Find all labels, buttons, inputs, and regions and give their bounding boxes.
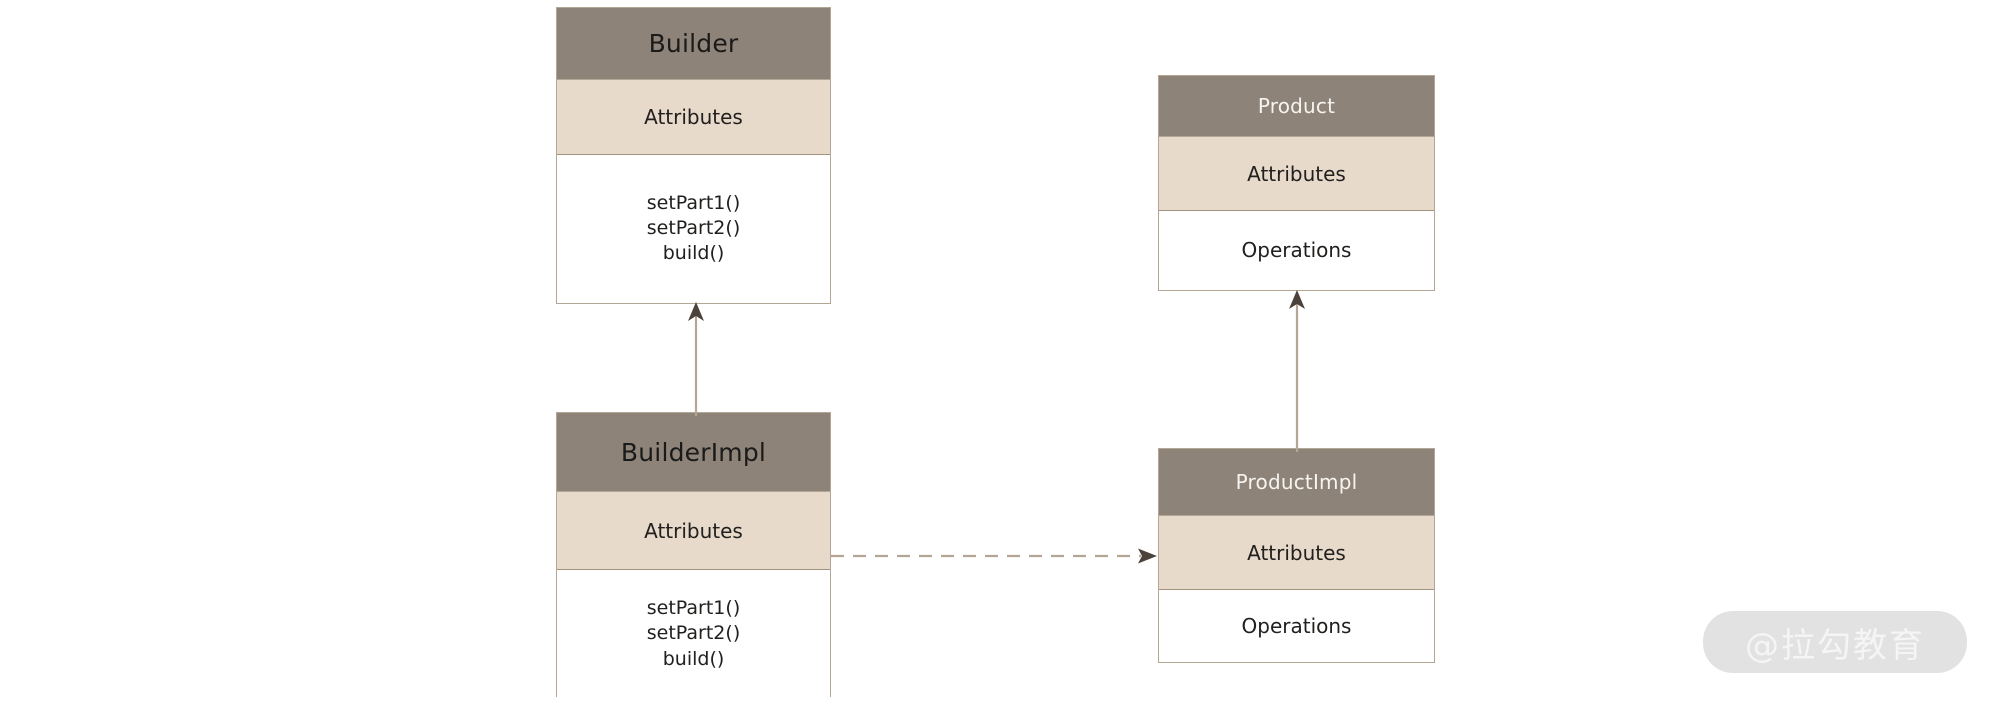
arrowhead-triangle-icon — [688, 302, 704, 321]
uml-operations-builder-impl: setPart1() setPart2() build() — [557, 570, 830, 698]
uml-class-header-builder-impl: BuilderImpl — [557, 413, 830, 491]
uml-attributes-builder: Attributes — [557, 79, 830, 155]
uml-operations-text-builder: setPart1() setPart2() build() — [646, 191, 741, 265]
uml-attributes-product: Attributes — [1159, 136, 1434, 211]
uml-operations-builder: setPart1() setPart2() build() — [557, 155, 830, 302]
arrowhead-triangle-icon — [1138, 548, 1157, 564]
watermark-text: @拉勾教育 — [1745, 625, 1925, 666]
uml-operations-product: Operations — [1159, 211, 1434, 289]
uml-class-header-builder: Builder — [557, 8, 830, 79]
uml-operations-text-product-impl: Operations — [1241, 613, 1352, 638]
uml-operations-text-product: Operations — [1241, 237, 1352, 262]
uml-class-header-product: Product — [1159, 76, 1434, 136]
relation-builderimpl-to-productimpl — [831, 545, 1161, 567]
uml-class-builder[interactable]: Builder Attributes setPart1() setPart2()… — [556, 7, 831, 304]
uml-class-product[interactable]: Product Attributes Operations — [1158, 75, 1435, 291]
uml-class-product-impl[interactable]: ProductImpl Attributes Operations — [1158, 448, 1435, 663]
uml-attributes-builder-impl: Attributes — [557, 491, 830, 570]
uml-class-builder-impl[interactable]: BuilderImpl Attributes setPart1() setPar… — [556, 412, 831, 698]
uml-operations-product-impl: Operations — [1159, 590, 1434, 662]
uml-class-header-product-impl: ProductImpl — [1159, 449, 1434, 515]
arrowhead-triangle-icon — [1289, 290, 1305, 309]
watermark-badge: @拉勾教育 — [1703, 611, 1967, 673]
relation-builderimpl-to-builder — [684, 300, 708, 416]
uml-operations-text-builder-impl: setPart1() setPart2() build() — [646, 597, 741, 670]
uml-attributes-product-impl: Attributes — [1159, 515, 1434, 590]
relation-productimpl-to-product — [1285, 288, 1309, 452]
